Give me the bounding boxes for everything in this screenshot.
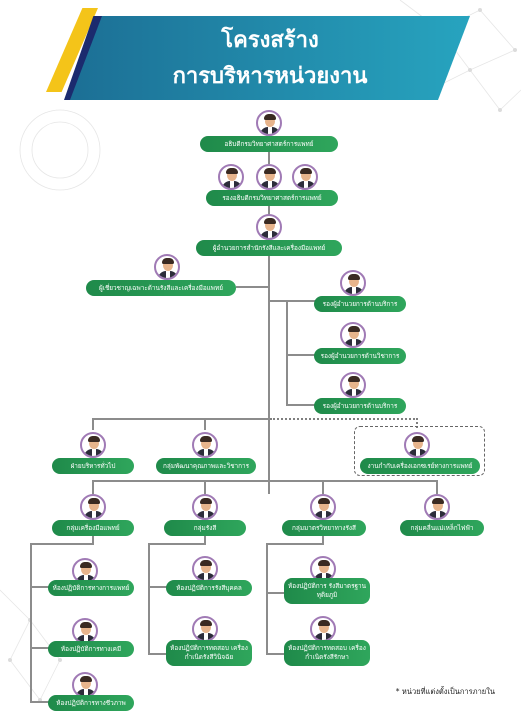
connector-line [236, 286, 270, 288]
avatar [292, 164, 318, 190]
node-quality-dev: กลุ่มพัฒนาคุณภาพและวิชาการ [156, 458, 256, 474]
internal-unit-dashed-frame [354, 426, 485, 476]
connector-line [266, 543, 268, 655]
connector-line [266, 543, 324, 545]
connector-line [92, 418, 270, 420]
connector-line [266, 653, 286, 655]
avatar [340, 270, 366, 296]
connector-line [286, 300, 316, 302]
node-general-admin: ฝ่ายบริหารทั่วไป [52, 458, 134, 474]
node-group-radiation: กลุ่มรังสี [164, 520, 246, 536]
connector-line [286, 300, 288, 406]
node-lab-radiation-test: ห้องปฏิบัติการทดสอบ เครื่องกำเนิดรังสีวิ… [166, 640, 252, 666]
connector-line [92, 480, 438, 482]
connector-line [92, 534, 94, 544]
node-internal-unit: งานกำกับเครื่องเอกซเรย์ทางการแพทย์ [360, 458, 480, 474]
avatar [340, 372, 366, 398]
page-title-line1: โครงสร้าง [221, 28, 319, 53]
connector-line [286, 354, 316, 356]
avatar [310, 556, 336, 582]
avatar [80, 494, 106, 520]
avatar [256, 214, 282, 240]
connector-line [268, 150, 270, 164]
avatar [192, 494, 218, 520]
connector-line [322, 480, 324, 494]
node-group-radiation-science: กลุ่มมาตรวิทยาทางรังสี [282, 520, 366, 536]
connector-line [268, 254, 270, 494]
connector-line [30, 543, 32, 703]
node-deputy-director: รองอธิบดีกรมวิทยาศาสตร์การแพทย์ [206, 190, 338, 206]
footnote: * หน่วยที่แต่งตั้งเป็นการภายใน [395, 687, 495, 696]
connector-line [148, 543, 206, 545]
connector-line [204, 480, 206, 494]
node-expert: ผู้เชี่ยวชาญเฉพาะด้านรังสีและเครื่องมือแ… [86, 280, 236, 296]
page-title-line2: การบริหารหน่วยงาน [172, 64, 368, 89]
connector-line [92, 480, 94, 494]
node-director: อธิบดีกรมวิทยาศาสตร์การแพทย์ [200, 136, 338, 152]
connector-line [204, 418, 206, 430]
connector-line [436, 480, 438, 494]
avatar [256, 110, 282, 136]
node-lab-radiation-therapy: ห้องปฏิบัติการทดสอบ เครื่องกำเนิดรังสีรั… [284, 640, 370, 666]
connector-line [322, 534, 324, 544]
node-deputy-academic: รองผู้อำนวยการด้านวิชาการ [314, 348, 406, 364]
avatar [404, 432, 430, 458]
connector-line [286, 404, 316, 406]
avatar [340, 322, 366, 348]
node-bureau-director: ผู้อำนวยการสำนักรังสีและเครื่องมือแพทย์ [196, 240, 342, 256]
connector-line [30, 647, 50, 649]
connector-line [148, 543, 150, 655]
title-banner [70, 16, 470, 100]
avatar [72, 672, 98, 698]
avatar [192, 432, 218, 458]
avatar [218, 164, 244, 190]
avatar [424, 494, 450, 520]
connector-line [30, 586, 50, 588]
node-lab-chemistry: ห้องปฏิบัติการทางเคมี [48, 641, 134, 657]
avatar [72, 558, 98, 584]
node-group-mri: กลุ่มคลื่นแม่เหล็กไฟฟ้า [400, 520, 484, 536]
connector-line [266, 592, 286, 594]
connector-line [30, 543, 94, 545]
connector-line [268, 300, 288, 302]
node-lab-medical: ห้องปฏิบัติการทางการแพทย์ [48, 580, 134, 596]
connector-line [30, 701, 50, 703]
avatar [192, 616, 218, 642]
dotted-connector [416, 418, 418, 428]
avatar [310, 494, 336, 520]
node-deputy-service2: รองผู้อำนวยการด้านบริการ [314, 398, 406, 414]
node-deputy-service: รองผู้อำนวยการด้านบริการ [314, 296, 406, 312]
avatar [80, 432, 106, 458]
connector-line [92, 418, 94, 430]
node-group-medical-devices: กลุ่มเครื่องมือแพทย์ [52, 520, 134, 536]
avatar [192, 556, 218, 582]
avatar [256, 164, 282, 190]
node-lab-radiation-standard: ห้องปฏิบัติการ รังสีมาตรฐานทุติยภูมิ [284, 578, 370, 604]
dotted-connector [270, 418, 418, 420]
node-lab-biology: ห้องปฏิบัติการทางชีวภาพ [48, 695, 134, 711]
avatar [72, 618, 98, 644]
avatar [154, 254, 180, 280]
avatar [310, 616, 336, 642]
connector-line [148, 586, 168, 588]
connector-line [204, 534, 206, 544]
node-lab-radiation-person: ห้องปฏิบัติการรังสีบุคคล [166, 580, 252, 596]
connector-line [148, 653, 168, 655]
